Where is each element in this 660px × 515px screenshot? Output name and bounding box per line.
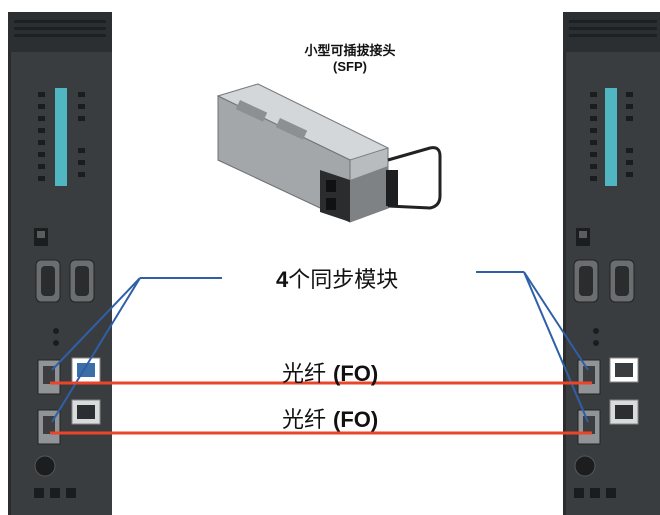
sync-module-label: 4个同步模块 — [276, 262, 398, 294]
sync-module-pointers — [51, 271, 589, 423]
sfp-title: 小型可插拔接头 (SFP) — [290, 43, 410, 75]
fiber-label-2-en: (FO) — [333, 407, 379, 432]
sync-module-count: 4 — [276, 267, 289, 292]
cpu-module-left — [8, 12, 112, 515]
fiber-label-1: 光纤 (FO) — [282, 356, 378, 388]
battery-socket-right — [574, 455, 596, 477]
cpu-module-right — [563, 12, 660, 515]
fiber-label-1-cn: 光纤 — [282, 362, 333, 387]
lcd-display-left — [55, 88, 67, 186]
fiber-label-2: 光纤 (FO) — [282, 402, 378, 434]
sfp-title-line2: (SFP) — [333, 59, 367, 74]
lcd-display-right — [605, 88, 617, 186]
sfp-module-image — [216, 83, 442, 223]
fiber-label-2-cn: 光纤 — [282, 408, 333, 433]
sync-module-text: 个同步模块 — [288, 268, 399, 293]
fiber-label-1-en: (FO) — [333, 361, 379, 386]
sfp-title-line1: 小型可插拔接头 — [304, 43, 396, 58]
battery-socket-left — [34, 455, 56, 477]
